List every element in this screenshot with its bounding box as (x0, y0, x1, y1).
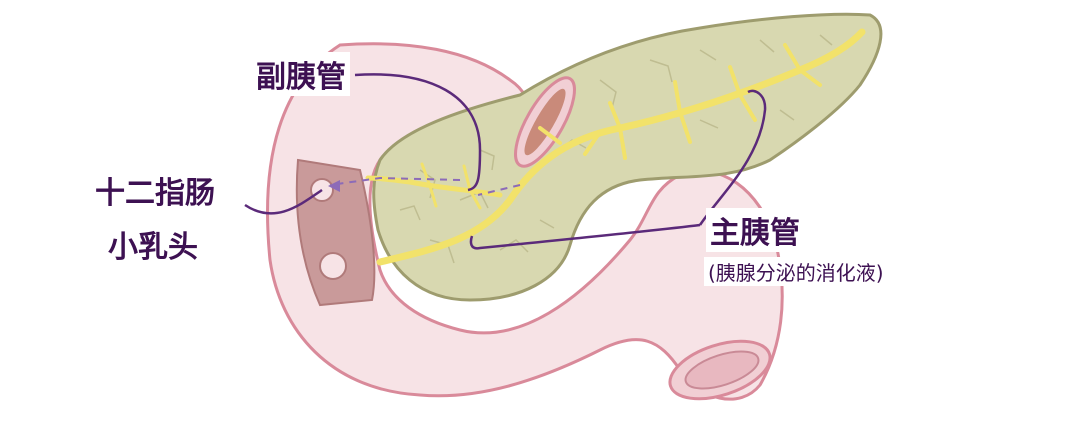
secretion-flow-arrow (329, 176, 521, 196)
papilla-label-line1: 十二指肠 (95, 176, 215, 211)
accessory-duct-label: 副胰管 (252, 52, 350, 96)
main-duct-branches (538, 43, 822, 160)
papilla-label-line2: 小乳头 (108, 230, 198, 265)
major-papilla (319, 252, 347, 280)
pancreas-cut-inner (524, 88, 566, 156)
main-duct-label: 主胰管 (706, 208, 806, 252)
papilla-leader (244, 188, 323, 215)
main-duct-leader-2 (698, 89, 767, 226)
duodenum-cut-lumen (684, 350, 760, 390)
accessory-duct-branches (420, 162, 482, 210)
main-duct-note: (胰腺分泌的消化液) (704, 257, 888, 286)
flow-arrowhead (328, 180, 340, 192)
main-duct-leader-1 (469, 223, 701, 250)
accessory-duct-leader (354, 73, 482, 192)
